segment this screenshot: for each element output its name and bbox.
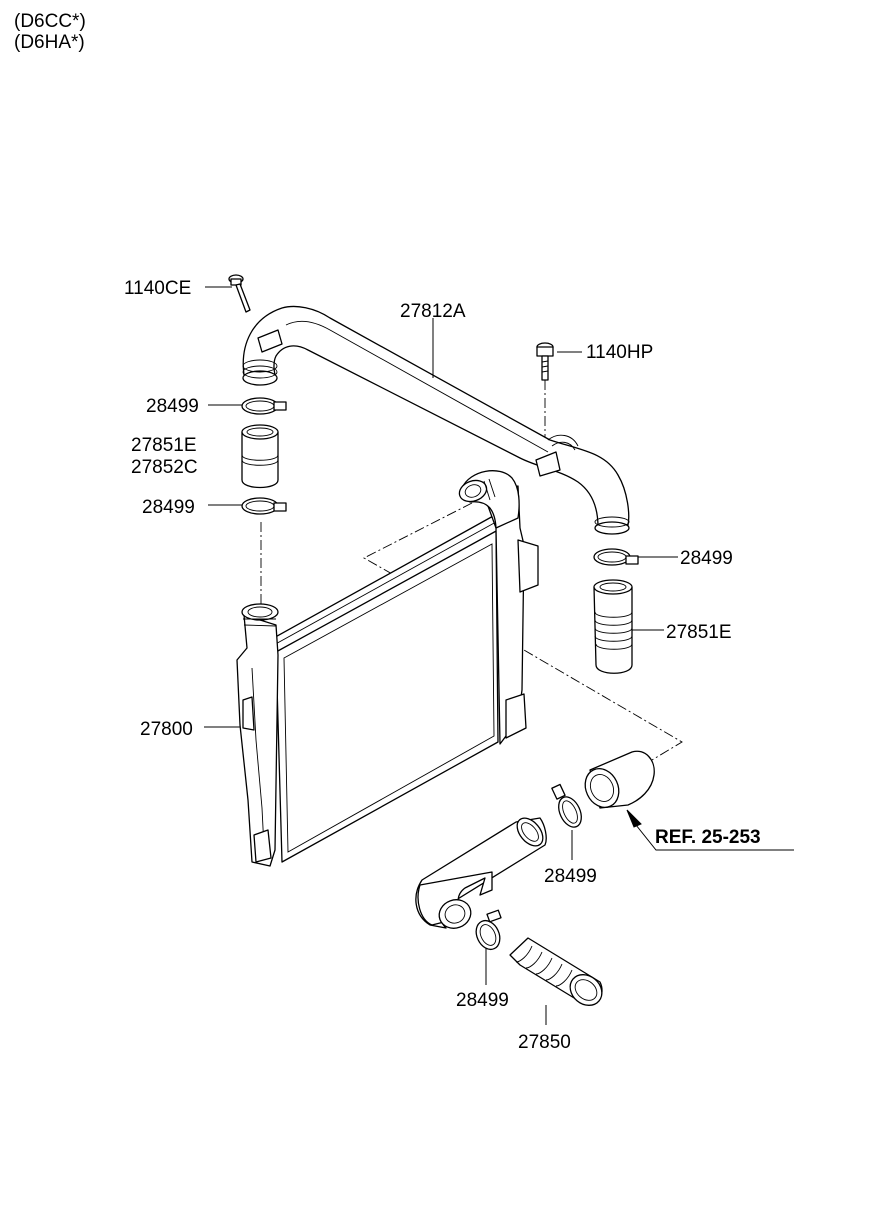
label-28499-4: 28499 <box>544 866 597 887</box>
leader-lines <box>204 286 794 1025</box>
clamp-3-icon[interactable] <box>593 548 639 566</box>
label-1140hp: 1140HP <box>586 342 653 363</box>
clamp-1-icon[interactable] <box>241 397 287 415</box>
part-labels: 1140CE 27812A 1140HP 28499 27851E 27852C… <box>124 278 761 1053</box>
label-ref-25-253: REF. 25-253 <box>655 827 761 848</box>
engine-code-1: (D6CC*) <box>14 11 86 32</box>
label-27800: 27800 <box>140 719 193 740</box>
lower-intercooler-pipe[interactable] <box>415 813 548 932</box>
label-27852c: 27852C <box>131 457 198 478</box>
hose-right-icon[interactable] <box>593 579 633 674</box>
upper-intercooler-pipe[interactable] <box>242 305 630 535</box>
engine-code-2: (D6HA*) <box>14 32 85 53</box>
label-1140ce: 1140CE <box>124 278 191 299</box>
bolt-1140hp-icon[interactable] <box>536 342 554 381</box>
label-28499-3: 28499 <box>680 548 733 569</box>
hose-left-icon[interactable] <box>241 424 279 489</box>
label-27812a: 27812A <box>400 301 466 322</box>
label-27850: 27850 <box>518 1032 571 1053</box>
label-28499-1: 28499 <box>146 396 199 417</box>
turbo-coupling-icon[interactable] <box>579 750 655 813</box>
intercooler-core[interactable] <box>236 470 539 867</box>
label-27851e-left: 27851E <box>131 435 197 456</box>
bolt-1140ce-icon[interactable] <box>228 274 251 313</box>
label-28499-5: 28499 <box>456 990 509 1011</box>
clamp-4-icon[interactable] <box>551 783 586 830</box>
clamp-5-icon[interactable] <box>472 909 505 953</box>
label-28499-2: 28499 <box>142 497 195 518</box>
label-27851e-right: 27851E <box>666 622 732 643</box>
hose-lower-icon[interactable] <box>509 937 608 1012</box>
clamp-2-icon[interactable] <box>241 497 287 515</box>
